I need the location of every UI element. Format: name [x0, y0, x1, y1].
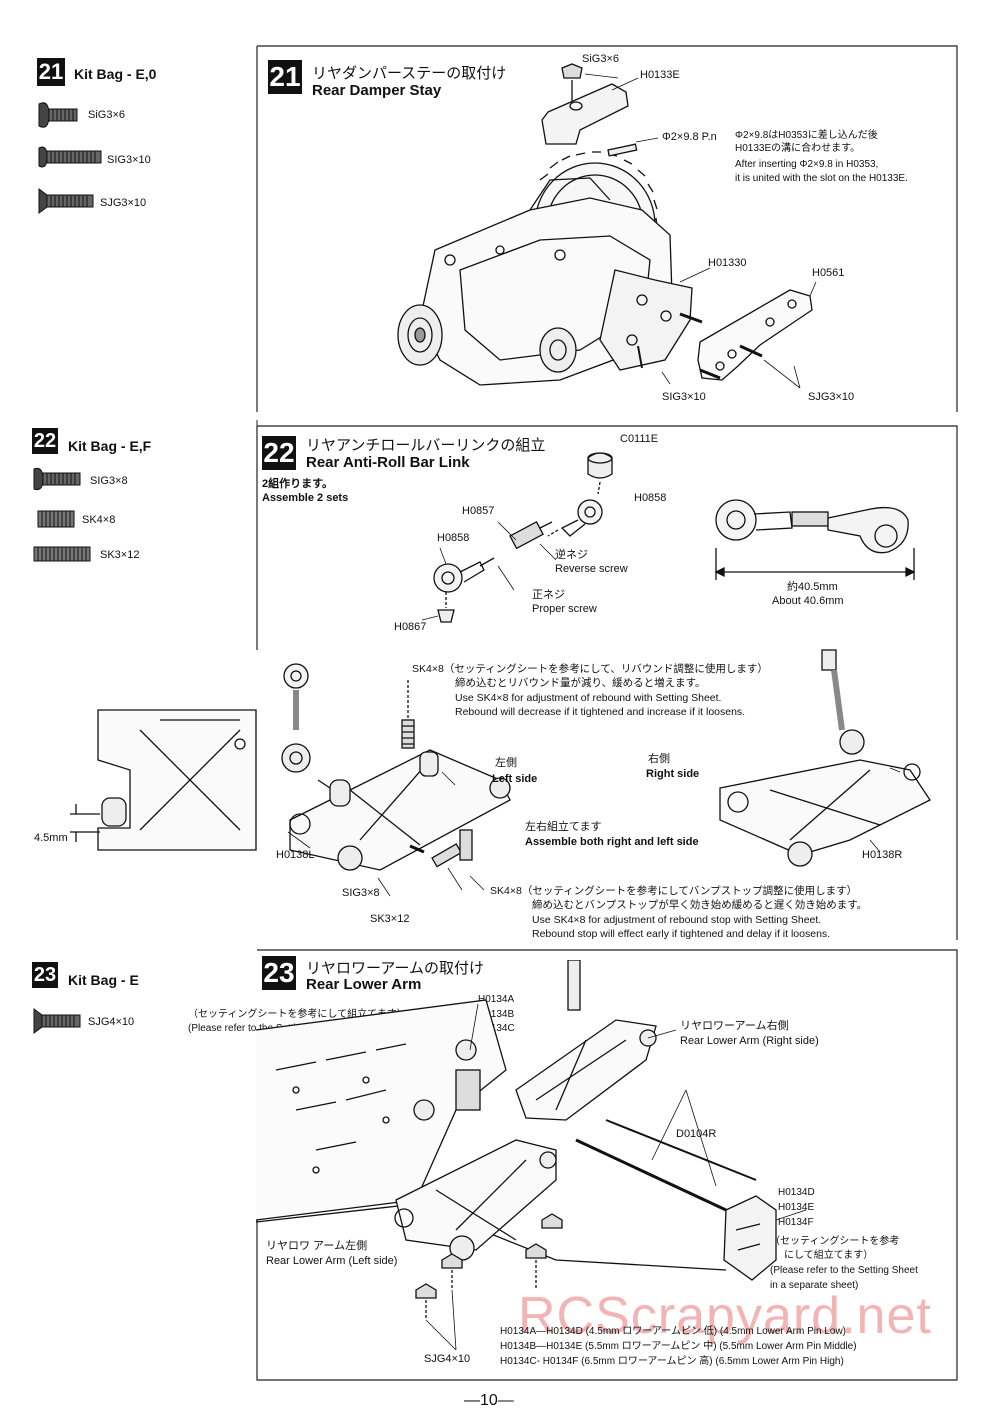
- step-number-badge: 21: [268, 60, 302, 94]
- setting-sheet-note-jp: にして組立てます）: [784, 1250, 874, 1261]
- part-label: SiG3×6: [582, 53, 619, 65]
- part-label: H0133E: [640, 69, 680, 81]
- kit-bag-title: Kit Bag - E: [68, 972, 139, 988]
- part-label: SJG3×10: [100, 197, 147, 209]
- part-label: H0134F: [778, 1217, 814, 1228]
- note-en: Assemble 2 sets: [262, 492, 349, 504]
- dimension-label-jp: 約40.5mm: [787, 581, 838, 593]
- dimension-label-en: About 40.6mm: [772, 595, 844, 607]
- step-title-en: Rear Anti-Roll Bar Link: [306, 454, 470, 471]
- assemble-note-en: Assemble both right and left side: [525, 836, 699, 848]
- kit-bag-title: Kit Bag - E,F: [68, 438, 152, 454]
- part-label: H0134E: [778, 1202, 815, 1213]
- note-en: it is united with the slot on the H0133E…: [735, 173, 908, 184]
- step-title-jp: リヤアンチロールバーリンクの組立: [306, 437, 546, 454]
- sk4x8-bumpstop-note-jp: 締め込むとバンプストップが早く効き始め緩めると遅く効き始めます。: [532, 899, 868, 911]
- pin-table-row: H0134B—H0134E (5.5mm ロワーアームピン 中) (5.5mm …: [500, 1341, 857, 1352]
- step-title-jp: リヤロワーアームの取付け: [306, 960, 485, 977]
- note-jp: H0133Eの溝に合わせます。: [735, 143, 861, 154]
- part-label: H0134C: [478, 1023, 515, 1034]
- part-label: H0867: [394, 621, 427, 633]
- set-screw-icon: [33, 546, 91, 562]
- part-label: SIG3×10: [662, 391, 706, 403]
- step-number-badge: 22: [262, 436, 296, 470]
- part-label: SJG3×10: [808, 391, 855, 403]
- arm-label-en: Rear Lower Arm (Left side): [266, 1255, 398, 1267]
- setting-sheet-note-en: (Please refer to the Setting Sheet: [770, 1265, 918, 1276]
- button-head-screw-icon: [38, 146, 102, 168]
- part-label: Φ2×9.8 P.n: [662, 131, 717, 143]
- side-label-jp: 右側: [648, 753, 670, 765]
- kit-bag-title: Kit Bag - E,0: [74, 66, 157, 82]
- part-label: SIG3×8: [90, 475, 128, 487]
- part-label: H0561: [812, 267, 845, 279]
- sk4x8-bumpstop-note-en: Rebound stop will effect early if tighte…: [532, 928, 831, 940]
- setting-sheet-note-jp: （セッティングシートを参考: [770, 1236, 900, 1247]
- arm-label-jp: リヤロワーアーム右側: [680, 1020, 789, 1032]
- note-jp: 正ネジ: [532, 589, 565, 601]
- part-label: SIG3×8: [342, 887, 380, 899]
- part-label: C0111E: [620, 433, 659, 445]
- part-label: H0134D: [778, 1187, 815, 1198]
- arm-label-en: Rear Lower Arm (Right side): [680, 1035, 819, 1047]
- set-screw-icon: [37, 510, 75, 528]
- kit-number-badge: 23: [32, 962, 58, 988]
- part-label: SJG4×10: [88, 1016, 135, 1028]
- part-label: H0138L: [276, 849, 315, 861]
- rear-damper-stay-drawing: [397, 63, 817, 389]
- flat-head-screw-icon: [33, 1008, 81, 1034]
- part-label: H0138R: [862, 849, 903, 861]
- part-label: SJG4×10: [424, 1353, 471, 1365]
- part-label: H0858: [634, 492, 667, 504]
- note-jp: 2組作ります。: [262, 478, 334, 490]
- note-jp: 逆ネジ: [555, 549, 588, 561]
- setting-sheet-note-en: in a separate sheet): [770, 1280, 859, 1291]
- note-en: After inserting Φ2×9.8 in H0353,: [735, 159, 879, 170]
- sk4x8-rebound-note-en: Rebound will decrease if it tightened an…: [455, 706, 746, 718]
- pin-table-row: H0134A—H0134D (4.5mm ロワーアームピン 低) (4.5mm …: [500, 1326, 847, 1337]
- step-number-badge: 23: [262, 956, 296, 990]
- side-label-en: Left side: [492, 773, 538, 785]
- kit-number-badge: 22: [32, 428, 58, 454]
- part-label: D0104R: [676, 1128, 717, 1140]
- step-title-en: Rear Damper Stay: [312, 82, 442, 99]
- sk4x8-bumpstop-note-jp: SK4×8（セッティングシートを参考にしてバンプストップ調整に使用します）: [490, 885, 858, 897]
- button-head-screw-icon: [33, 468, 81, 490]
- pin-table-row: H0134C- H0134F (6.5mm ロワーアームピン 高) (6.5mm…: [500, 1356, 844, 1367]
- part-label: H0134A: [478, 994, 515, 1005]
- rear-lower-arm-assembly-drawing: [70, 649, 931, 897]
- part-label: H0134B: [478, 1009, 515, 1020]
- flat-head-screw-icon: [38, 188, 94, 214]
- assemble-note-jp: 左右組立てます: [525, 821, 602, 833]
- arm-label-jp: リヤロワ アーム左側: [266, 1240, 368, 1252]
- part-label: SK4×8: [82, 514, 116, 526]
- watermark: RCScrapyard.net: [518, 1287, 932, 1345]
- sk4x8-bumpstop-note-en: Use SK4×8 for adjustment of rebound stop…: [532, 914, 822, 926]
- note-en: Proper screw: [532, 603, 597, 615]
- anti-roll-link-drawing: [421, 452, 916, 623]
- sk4x8-rebound-note-en: Use SK4×8 for adjustment of rebound with…: [455, 692, 722, 704]
- sk4x8-rebound-note-jp: SK4×8（セッティングシートを参考にして、リバウンド調整に使用します）: [412, 663, 768, 675]
- part-label: H0857: [462, 505, 495, 517]
- part-label: H0858: [437, 532, 470, 544]
- step-title-en: Rear Lower Arm: [306, 976, 422, 993]
- part-label: H01330: [708, 257, 747, 269]
- button-head-screw-icon: [38, 102, 78, 128]
- sk4x8-rebound-note-jp: 締め込むとリバウンド量が減り、緩めると増えます。: [455, 677, 706, 689]
- part-label: SK3×12: [370, 913, 410, 925]
- setting-sheet-note-jp: （セッティングシートを参考にして組立てます）: [188, 1009, 407, 1020]
- part-label: SiG3×6: [88, 109, 125, 121]
- part-label: SK3×12: [100, 549, 140, 561]
- note-jp: Φ2×9.8はH0353に差し込んだ後: [735, 130, 878, 141]
- note-en: Reverse screw: [555, 563, 628, 575]
- rear-lower-arm-chassis-drawing: [256, 960, 807, 1351]
- part-label: SIG3×10: [107, 154, 151, 166]
- kit-number-badge: 21: [37, 58, 65, 86]
- side-label-en: Right side: [646, 768, 700, 780]
- side-label-jp: 左側: [495, 757, 517, 769]
- dimension-label: 4.5mm: [34, 832, 68, 844]
- step-title-jp: リヤダンパーステーの取付け: [312, 65, 507, 82]
- page-number: —10—: [464, 1392, 514, 1409]
